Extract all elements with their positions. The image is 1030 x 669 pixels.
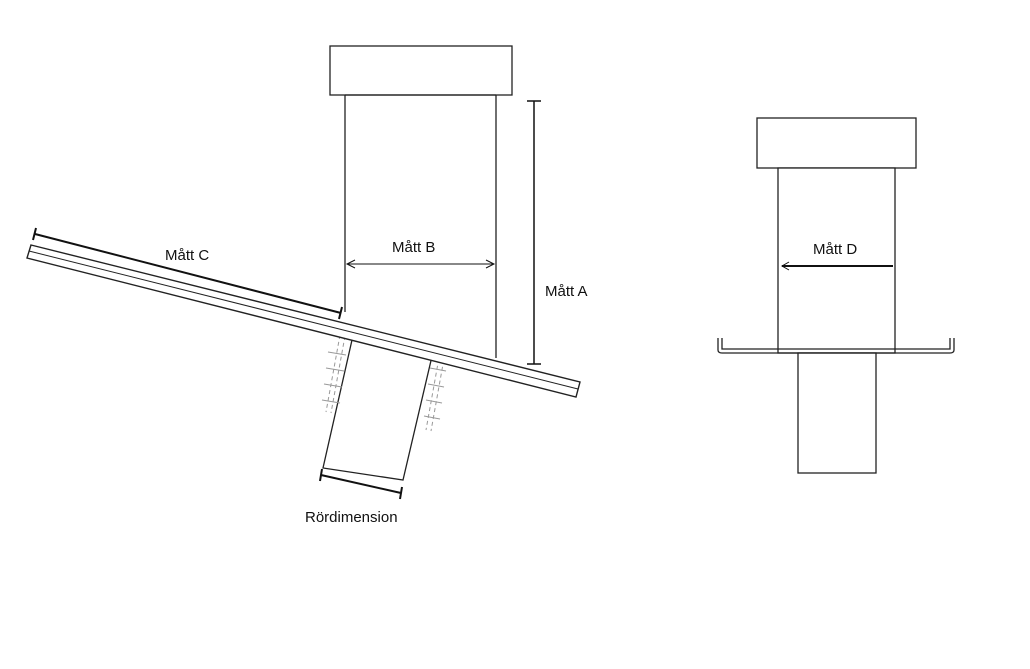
roof-plate [26,244,581,398]
pipe-below-roof [322,339,434,481]
dimension-matt-b [345,259,496,269]
flange-right-inner [721,338,951,350]
chimney-body-right [777,167,896,354]
pipe-right [797,352,877,474]
flange-hatching [321,334,447,432]
left-side-view [26,45,581,481]
right-front-view [717,117,955,474]
dimension-matt-a [527,100,541,365]
chimney-cap-right [756,117,917,169]
dimension-matt-d [780,261,893,271]
chimney-body-left [344,95,497,358]
chimney-cap-left [329,45,513,96]
roof-plate-inner-line [28,250,579,390]
flange-right [717,338,955,354]
label-matt-d: Mått D [813,241,857,258]
dimension-matt-c [32,227,343,320]
label-matt-c: Mått C [165,247,209,264]
label-matt-b: Mått B [392,239,435,256]
label-matt-a: Mått A [545,283,588,300]
label-rordimension: Rördimension [305,509,398,526]
dimension-rordimension [319,468,403,500]
